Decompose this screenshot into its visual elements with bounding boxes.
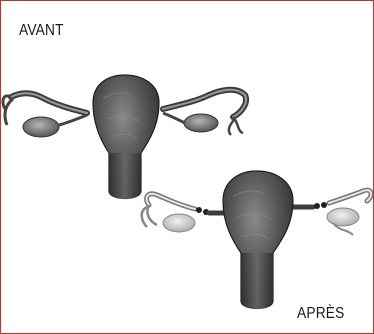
uterus-before xyxy=(3,75,246,199)
label-after: APRÈS xyxy=(297,305,345,323)
uterus-after xyxy=(142,171,371,309)
